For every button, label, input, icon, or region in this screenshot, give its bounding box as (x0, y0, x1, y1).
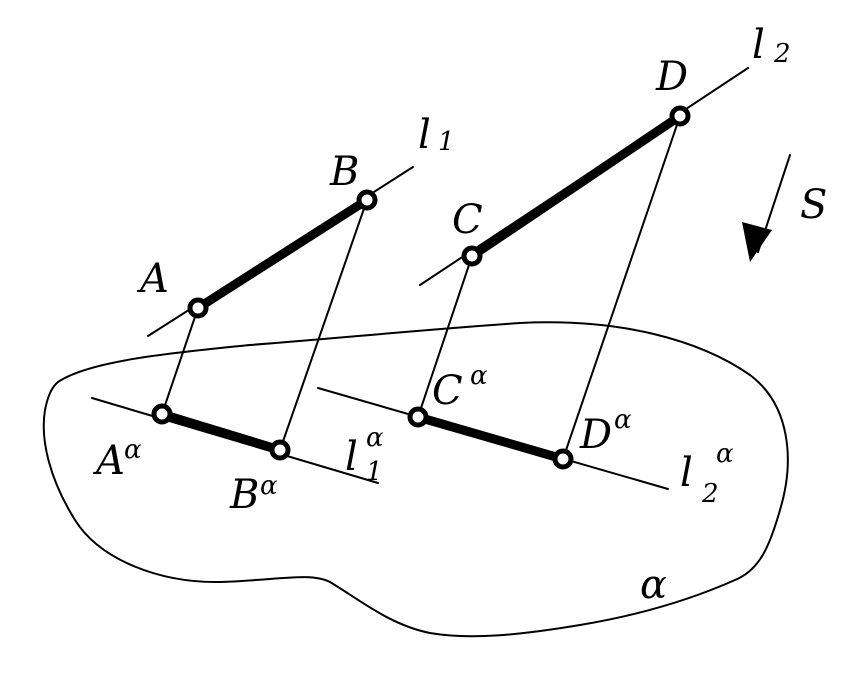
label-C-projection: C (432, 368, 463, 414)
label-A-projection: A (92, 438, 125, 484)
point-B-projection (269, 439, 291, 461)
label-D-projection-sup: α (614, 405, 632, 435)
label-D: D (655, 54, 688, 100)
label-B-projection: B (229, 472, 259, 518)
segment-CD (467, 111, 685, 261)
segment-AB (193, 195, 372, 313)
point-A (187, 297, 209, 319)
label-B-projection-sup: α (260, 471, 278, 501)
label-l2: l (752, 22, 765, 68)
label-l1-projection: l (345, 434, 358, 480)
label-l2-projection: l (680, 450, 693, 496)
label-l2-projection-sub: 2 (701, 479, 719, 509)
label-l1: l (418, 112, 431, 158)
segment-CD-projection (413, 412, 568, 464)
label-B: B (329, 149, 359, 195)
direction-arrow-head (742, 222, 772, 262)
projector-C (417, 255, 473, 418)
point-D (669, 105, 691, 127)
plane-alpha-outline (42, 321, 789, 638)
label-C: C (452, 197, 483, 243)
point-C (461, 245, 483, 267)
point-A-projection (151, 403, 173, 425)
label-l2-projection-sup: α (716, 439, 734, 469)
label-A: A (136, 256, 169, 302)
label-l1-projection-sub: 1 (366, 457, 383, 487)
label-A-projection-sup: α (124, 435, 142, 465)
projector-D (562, 115, 681, 460)
label-l2-sub: 2 (773, 39, 791, 69)
point-D-projection (552, 448, 574, 470)
label-plane-alpha: α (640, 562, 667, 608)
projector-A (161, 307, 199, 415)
point-C-projection (407, 406, 429, 428)
label-l1-sub: 1 (438, 127, 455, 157)
label-l1-projection-sup: α (366, 423, 384, 453)
point-B (356, 189, 378, 211)
label-C-projection-sup: α (470, 361, 488, 391)
projector-B (279, 199, 368, 451)
label-D-projection: D (579, 412, 612, 458)
label-direction-S: S (800, 182, 827, 228)
segment-AB-projection (157, 409, 285, 455)
